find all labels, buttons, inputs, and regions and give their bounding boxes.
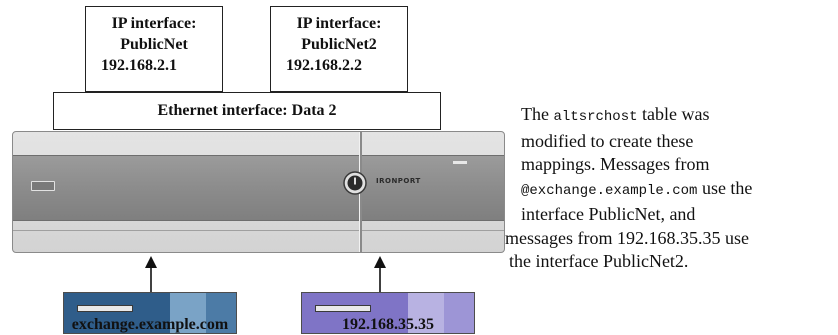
ip-interface-name: PublicNet <box>120 36 188 53</box>
appliance-brand-label: IRONPORT <box>376 177 421 185</box>
ip-interface-box-publicnet2: IP interface: PublicNet2 192.168.2.2 <box>270 6 408 92</box>
ethernet-interface-box: Ethernet interface: Data 2 <box>53 92 441 130</box>
note-line: interface PublicNet, and <box>521 204 696 224</box>
note-line: messages from 192.168.35.35 use <box>505 227 749 248</box>
client-panel-stripe <box>408 293 444 333</box>
client-panel-stripe <box>444 293 474 333</box>
up-arrow-icon <box>145 256 157 292</box>
appliance-led <box>453 161 467 164</box>
ip-interface-address: 192.168.2.1 <box>101 57 177 74</box>
explanation-note: The altsrchost table was modified to cre… <box>505 103 838 274</box>
ip-interface-address: 192.168.2.2 <box>286 57 362 74</box>
client-drive-slot <box>77 305 133 312</box>
client-caption-exchange: exchange.example.com <box>71 316 229 333</box>
ironport-appliance: IRONPORT <box>12 131 505 253</box>
ip-interface-name: PublicNet2 <box>301 36 377 53</box>
note-line: modified to create these <box>521 130 694 151</box>
appliance-front-band <box>13 155 504 221</box>
appliance-slot <box>31 181 55 191</box>
note-line: The altsrchost table was <box>505 103 838 130</box>
client-panel-stripe <box>206 293 236 333</box>
up-arrow-icon <box>374 256 386 292</box>
ip-interface-title: IP interface: <box>111 15 197 32</box>
note-code: @exchange.example.com <box>521 182 698 199</box>
client-server-ip <box>301 292 475 334</box>
note-line: the interface PublicNet2. <box>509 251 689 271</box>
note-line: @exchange.example.com use the <box>505 177 838 204</box>
note-line: mappings. Messages from <box>521 154 710 174</box>
client-drive-slot <box>315 305 371 312</box>
note-text: table was <box>637 104 710 124</box>
client-panel-stripe <box>170 293 206 333</box>
note-code: altsrchost <box>553 109 638 125</box>
power-button-icon <box>343 171 367 195</box>
client-caption-ip: 192.168.35.35 <box>342 316 434 333</box>
client-server-exchange <box>63 292 237 334</box>
ip-interface-title: IP interface: <box>296 15 382 32</box>
note-text: The <box>521 104 554 124</box>
ip-interface-box-publicnet: IP interface: PublicNet 192.168.2.1 <box>85 6 223 92</box>
appliance-panel-line <box>13 230 504 231</box>
note-text: use the <box>697 177 753 198</box>
